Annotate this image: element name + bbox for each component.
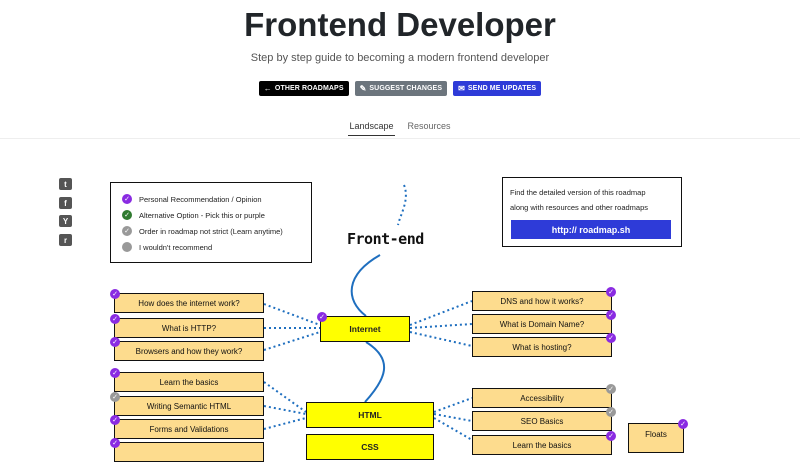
check-icon: ✓ [606,431,616,441]
arrow-left-icon: ← [263,84,272,93]
node-accessibility[interactable]: Accessibility [472,388,612,408]
node-learn-basics-css[interactable]: Learn the basics [472,435,612,455]
check-icon: ✓ [110,438,120,448]
check-icon: ✓ [606,407,616,417]
connector-lines [263,184,473,441]
node-hosting[interactable]: What is hosting? [472,337,612,357]
page-subtitle: Step by step guide to becoming a modern … [250,52,550,64]
node-semantic-html[interactable]: Writing Semantic HTML [114,396,264,416]
tab-landscape[interactable]: Landscape [348,121,395,136]
info-text: Find the detailed version of this roadma… [510,188,648,212]
page-title: Frontend Developer [244,6,556,43]
node-what-is-http[interactable]: What is HTTP? [114,318,264,338]
megaphone-icon: ✎ [359,84,367,93]
legend-box: ✓Personal Recommendation / Opinion ✓Alte… [110,182,312,263]
check-icon: ✓ [110,337,120,347]
tab-resources[interactable]: Resources [407,121,451,131]
node-browsers[interactable]: Browsers and how they work? [114,341,264,361]
node-html[interactable]: HTML [306,402,434,428]
node-css[interactable]: CSS [306,434,434,460]
facebook-icon[interactable]: f [59,197,72,209]
legend-item: ✓Order in roadmap not strict (Learn anyt… [122,226,283,236]
node-forms-validations[interactable]: Forms and Validations [114,419,264,439]
check-icon: ✓ [122,226,132,236]
check-icon: ✓ [110,415,120,425]
hackernews-icon[interactable]: Y [59,215,72,227]
node-domain-name[interactable]: What is Domain Name? [472,314,612,334]
action-buttons: ←OTHER ROADMAPS ✎SUGGEST CHANGES ✉SEND M… [0,81,800,96]
info-box: Find the detailed version of this roadma… [502,177,682,247]
check-icon: ✓ [606,310,616,320]
check-icon: ✓ [678,419,688,429]
check-icon: ✓ [122,194,132,204]
suggest-changes-button[interactable]: ✎SUGGEST CHANGES [354,81,448,96]
check-icon: ✓ [606,333,616,343]
legend-item: ✓Personal Recommendation / Opinion [122,194,262,204]
node-next-left[interactable] [114,442,264,462]
legend-item: I wouldn't recommend [122,242,212,252]
envelope-icon: ✉ [458,84,465,93]
node-seo-basics[interactable]: SEO Basics [472,411,612,431]
node-how-internet-works[interactable]: How does the internet work? [114,293,264,313]
check-icon: ✓ [317,312,327,322]
check-icon: ✓ [122,210,132,220]
check-icon: ✓ [110,368,120,378]
other-roadmaps-button[interactable]: ←OTHER ROADMAPS [258,81,349,96]
node-floats[interactable]: Floats [628,423,684,453]
twitter-icon[interactable]: t [59,178,72,190]
check-icon: ✓ [110,392,120,402]
legend-item: ✓Alternative Option - Pick this or purpl… [122,210,265,220]
check-icon: ✓ [110,314,120,324]
send-updates-button[interactable]: ✉SEND ME UPDATES [453,81,542,96]
tab-bar: Landscape Resources [0,121,800,136]
node-internet[interactable]: Internet [320,316,410,342]
node-learn-basics-html[interactable]: Learn the basics [114,372,264,392]
circle-icon [122,242,132,252]
node-dns[interactable]: DNS and how it works? [472,291,612,311]
reddit-icon[interactable]: r [59,234,72,246]
check-icon: ✓ [606,384,616,394]
check-icon: ✓ [110,289,120,299]
roadmap-link[interactable]: http:// roadmap.sh [511,220,671,239]
check-icon: ✓ [606,287,616,297]
divider [0,138,800,139]
roadmap-heading: Front-end [347,230,424,248]
